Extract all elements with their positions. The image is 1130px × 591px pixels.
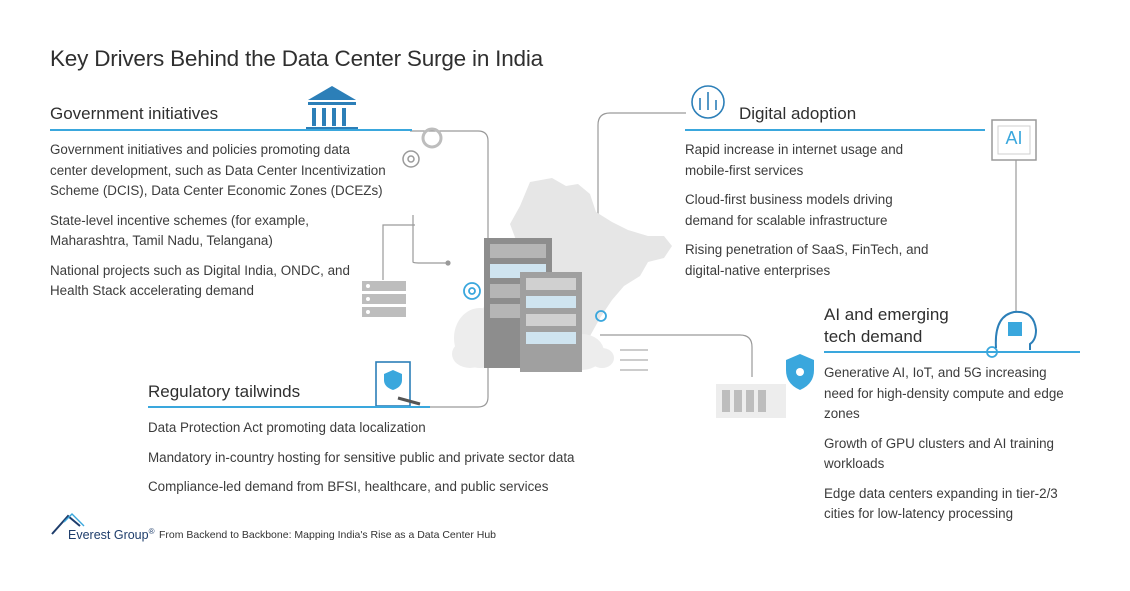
ai-chip-icon — [991, 119, 1037, 161]
section-rule-government — [50, 129, 412, 131]
digital-growth-icon — [691, 85, 725, 119]
gear-outline-icon — [402, 150, 420, 168]
gear-icon — [421, 127, 443, 149]
list-item: Rapid increase in internet usage and mob… — [685, 142, 904, 178]
section-title-ai: AI and emerging tech demand — [824, 304, 949, 348]
list-item: Cloud-first business models driving dema… — [685, 192, 893, 228]
government-building-icon — [306, 86, 358, 130]
brand-name: Everest Group® — [68, 527, 155, 542]
list-item: Compliance-led demand from BFSI, healthc… — [148, 479, 549, 494]
regulatory-document-icon — [375, 361, 421, 407]
server-rack-icon — [484, 238, 582, 372]
section-rule-regulatory — [148, 406, 430, 408]
section-title-ai-line2: tech demand — [824, 327, 923, 346]
section-title-ai-line1: AI and emerging — [824, 305, 949, 324]
india-map — [508, 178, 672, 360]
list-item: Data Protection Act promoting data local… — [148, 420, 426, 435]
footer-caption: From Backend to Backbone: Mapping India'… — [159, 529, 497, 541]
small-server-icon — [362, 281, 406, 317]
brand-mark: ® — [148, 527, 155, 536]
page-title: Key Drivers Behind the Data Center Surge… — [50, 46, 543, 71]
section-rule-ai — [824, 351, 1080, 353]
section-title-regulatory: Regulatory tailwinds — [148, 382, 301, 401]
list-item: Government initiatives and policies prom… — [50, 142, 386, 198]
list-item: State-level incentive schemes (for examp… — [50, 212, 309, 249]
ai-head-icon — [994, 310, 1038, 350]
section-rule-digital — [685, 129, 985, 131]
list-item: Generative AI, IoT, and 5G increasing ne… — [824, 365, 1064, 421]
list-item: Edge data centers expanding in tier-2/3 … — [824, 485, 1058, 522]
brand-text: Everest Group — [68, 528, 149, 543]
section-body-ai: Generative AI, IoT, and 5G increasing ne… — [824, 363, 1080, 534]
section-body-government: Government initiatives and policies prom… — [50, 140, 390, 311]
list-item: Growth of GPU clusters and AI training w… — [824, 435, 1054, 472]
section-body-regulatory: Data Protection Act promoting data local… — [148, 418, 628, 507]
list-item: Mandatory in-country hosting for sensiti… — [148, 449, 575, 465]
security-shield-icon — [786, 354, 814, 390]
storage-rack-icon — [716, 384, 786, 418]
section-title-government: Government initiatives — [50, 104, 219, 123]
list-item: Rising penetration of SaaS, FinTech, and… — [685, 242, 929, 278]
section-title-digital: Digital adoption — [739, 104, 857, 123]
ai-icon-label: AI — [1005, 128, 1023, 148]
everest-logo-icon — [51, 513, 85, 535]
section-body-digital: Rapid increase in internet usage and mob… — [685, 140, 935, 290]
list-item: National projects such as Digital India,… — [50, 262, 350, 299]
connector-lines — [382, 112, 1017, 408]
